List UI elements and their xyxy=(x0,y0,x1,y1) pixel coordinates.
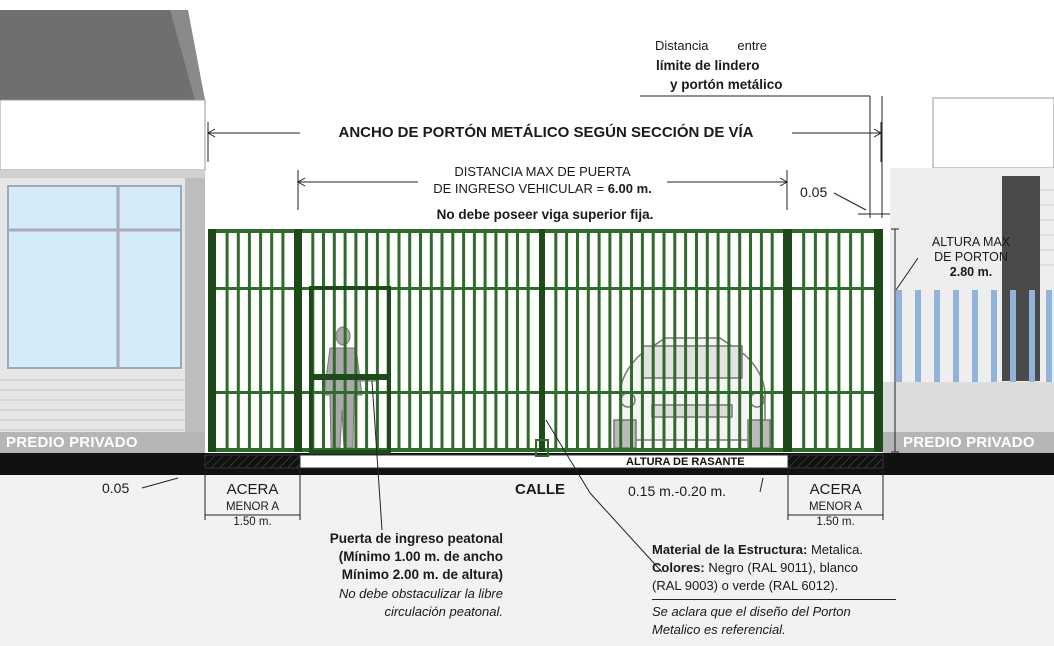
material-value: Metalica. xyxy=(807,542,863,557)
main-dimension-label: ANCHO DE PORTÓN METÁLICO SEGÚN SECCIÓN D… xyxy=(338,124,754,141)
colors-line1: Colores: Negro (RAL 9011), blanco xyxy=(652,560,858,576)
predio-privado-right: PREDIO PRIVADO xyxy=(903,434,1035,451)
pedestrian-line4: No debe obstaculizar la libre xyxy=(338,586,503,601)
vehicular-line1: DISTANCIA MAX DE PUERTA xyxy=(454,164,631,179)
top-note-line2: límite de lindero xyxy=(656,58,760,73)
acera-right-label: ACERA xyxy=(809,481,862,498)
gate-post-1 xyxy=(208,229,216,452)
right-building xyxy=(883,97,1054,453)
menor-right-line2: 1.50 m. xyxy=(816,516,855,528)
material-label: Material de la Estructura: xyxy=(652,542,808,557)
right-fence-bars xyxy=(896,290,1052,382)
right-fascia xyxy=(932,97,1054,169)
right-low-wall xyxy=(883,382,1054,432)
left-roof xyxy=(0,10,205,100)
ground-area xyxy=(0,470,1054,646)
dim-005-top: 0.05 xyxy=(800,184,828,200)
menor-left-line2: 1.50 m. xyxy=(233,516,272,528)
predio-privado-left: PREDIO PRIVADO xyxy=(6,434,138,451)
colors-label: Colores: xyxy=(652,560,705,575)
menor-right-line1: MENOR A xyxy=(808,501,863,513)
right-predio-band xyxy=(883,432,1054,453)
top-note-line3: y portón metálico xyxy=(670,77,783,92)
gate-post-5 xyxy=(874,229,883,452)
pedestrian-line1: Puerta de ingreso peatonal xyxy=(329,531,503,546)
disclaimer-line2: Metalico es referencial. xyxy=(652,622,786,637)
altura-max-line1: ALTURA MAX xyxy=(931,235,1011,249)
gate-post-2 xyxy=(294,229,302,452)
left-fascia xyxy=(0,99,206,171)
no-beam-note: No debe poseer viga superior fija. xyxy=(436,207,654,222)
left-window xyxy=(7,185,182,369)
disclaimer-line1: Se aclara que el diseño del Porton xyxy=(652,604,851,619)
divider-line xyxy=(652,599,896,600)
dim-005-bottom: 0.05 xyxy=(102,480,130,496)
altura-max-line2: DE PORTON xyxy=(934,250,1008,264)
pedestrian-door-frame xyxy=(309,286,391,454)
pedestrian-line3: Mínimo 2.00 m. de altura) xyxy=(341,567,503,582)
material-line: Material de la Estructura: Metalica. xyxy=(652,542,863,558)
altura-max-value: 2.80 m. xyxy=(949,265,993,279)
gate-vertical-bars xyxy=(225,231,864,450)
pedestrian-line5: circulación peatonal. xyxy=(384,604,503,619)
gate-post-4 xyxy=(783,229,792,452)
vehicular-line2: DE INGRESO VEHICULAR = 6.00 m. xyxy=(410,181,675,197)
colors-value-1: Negro (RAL 9011), blanco xyxy=(704,560,858,575)
person-silhouette xyxy=(323,326,379,449)
colors-line2: (RAL 9003) o verde (RAL 6012). xyxy=(652,578,839,593)
calle-label: CALLE xyxy=(515,481,565,498)
left-building xyxy=(0,10,206,453)
top-note-line1: Distancia entre xyxy=(655,38,767,53)
right-siding xyxy=(1040,189,1054,266)
dimension-lines xyxy=(141,95,919,573)
altura-rasante-label: ALTURA DE RASANTE xyxy=(626,456,745,468)
metal-gate xyxy=(208,229,883,457)
vehicular-line2-value: 6.00 m. xyxy=(607,181,652,196)
vehicular-line2-prefix: DE INGRESO VEHICULAR = xyxy=(433,181,608,196)
acera-left-hatch xyxy=(204,454,301,469)
curb-range-label: 0.15 m.-0.20 m. xyxy=(628,483,727,499)
left-predio-band xyxy=(0,432,205,453)
menor-left-line1: MENOR A xyxy=(225,501,280,513)
left-siding xyxy=(0,379,185,431)
gate-post-3 xyxy=(539,229,545,452)
pedestrian-line2: (Mínimo 1.00 m. de ancho xyxy=(338,549,503,564)
left-pillar xyxy=(185,178,205,453)
acera-left-label: ACERA xyxy=(226,481,279,498)
acera-right-hatch xyxy=(787,454,884,469)
